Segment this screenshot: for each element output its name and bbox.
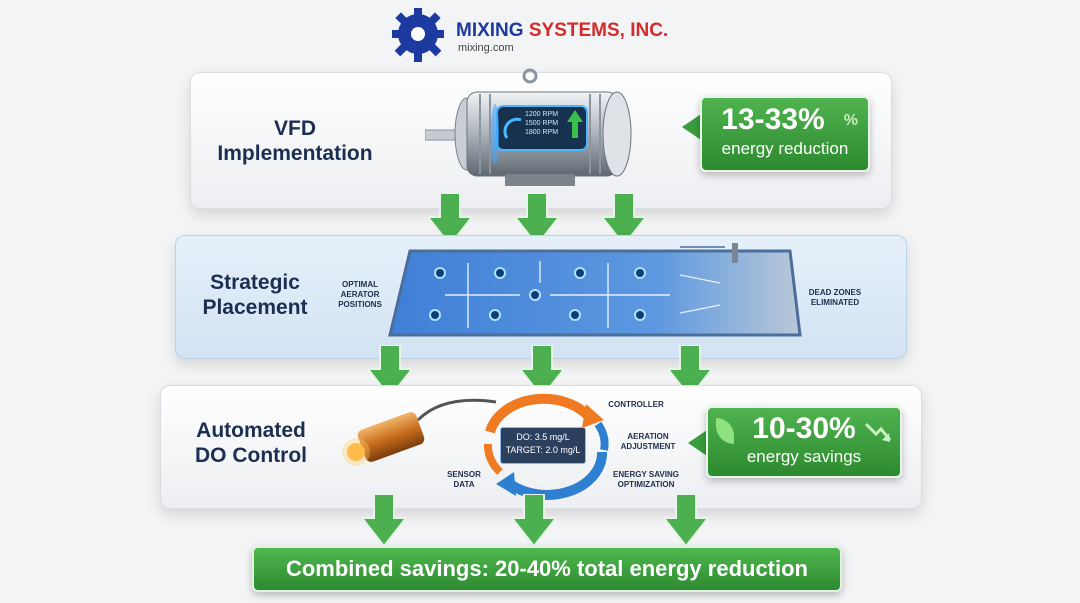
vfd-savings-badge: 13-33% energy reduction % [700,96,870,172]
logo: MIXING SYSTEMS, INC. mixing.com [388,6,708,64]
badge-pointer-icon [682,112,704,142]
dead-zones-label: DEAD ZONES ELIMINATED [790,288,880,308]
do-control-title-line2: DO Control [195,444,307,467]
trend-down-icon [864,422,892,442]
company-name-part1: MIXING [456,20,524,41]
label-line: AERATOR [340,290,380,299]
label-line: ELIMINATED [810,298,860,307]
electric-motor-icon [425,68,632,186]
label-line: POSITIONS [338,300,382,309]
do-reading: DO: 3.5 mg/L [516,432,570,442]
flow-arrow-icon [368,345,412,397]
placement-title: Strategic Placement [180,270,330,320]
company-name-part2: SYSTEMS, INC. [528,20,669,41]
rpm-readout: 1200 RPM 1500 RPM 1800 RPM [525,110,585,137]
website-link[interactable]: mixing.com [458,42,514,54]
rpm-reading: 1500 RPM [525,120,559,127]
vfd-title: VFD Implementation [200,116,390,166]
vfd-savings-label: energy reduction [721,139,849,158]
aeration-adjustment-label: AERATION ADJUSTMENT [608,432,688,452]
flow-arrow-icon [428,193,472,245]
vfd-savings-value: 13-33% [721,103,825,136]
label-line: SENSOR [447,470,481,479]
label-line: OPTIMAL [342,280,378,289]
vfd-title-line1: VFD [274,117,316,140]
aeration-basin-icon [388,243,802,337]
flow-arrow-icon [515,193,559,245]
flow-arrow-icon [664,494,708,546]
flow-arrow-icon [520,345,564,397]
flow-arrow-icon [668,345,712,397]
label-line: DATA [453,480,475,489]
energy-optimization-label: ENERGY SAVING OPTIMIZATION [596,470,696,490]
combined-savings-banner: Combined savings: 20-40% total energy re… [252,546,842,592]
label-line: AERATION [627,432,669,441]
percent-icon: % [843,112,858,129]
do-display: DO: 3.5 mg/L TARGET: 2.0 mg/L [500,427,586,464]
flow-arrow-icon [602,193,646,245]
do-savings-value: 10-30% [752,412,856,445]
vfd-title-line2: Implementation [217,142,373,165]
controller-label: CONTROLLER [608,400,664,409]
label-line: DEAD ZONES [808,288,862,297]
do-savings-badge: 10-30% energy savings [706,406,902,478]
badge-pointer-icon [688,428,710,458]
do-savings-label: energy savings [746,447,862,466]
company-name: MIXING SYSTEMS, INC. [456,20,668,42]
do-sensor-icon [342,398,497,466]
label-line: OPTIMIZATION [617,480,675,489]
control-loop-icon [483,393,609,500]
placement-title-line1: Strategic [210,271,300,294]
target-reading: TARGET: 2.0 mg/L [505,445,581,455]
gear-logo-icon [392,8,444,62]
rpm-reading: 1800 RPM [525,129,559,136]
sensor-data-label: SENSOR DATA [440,470,488,490]
rpm-reading: 1200 RPM [525,111,559,118]
flow-arrow-icon [512,494,556,546]
flow-arrow-icon [362,494,406,546]
optimal-positions-label: OPTIMAL AERATOR POSITIONS [330,280,390,310]
do-control-title: Automated DO Control [176,418,326,468]
leaf-icon [716,418,734,444]
do-control-title-line1: Automated [196,419,306,442]
placement-title-line2: Placement [202,296,308,319]
label-line: ADJUSTMENT [620,442,676,451]
label-line: ENERGY SAVING [613,470,679,479]
